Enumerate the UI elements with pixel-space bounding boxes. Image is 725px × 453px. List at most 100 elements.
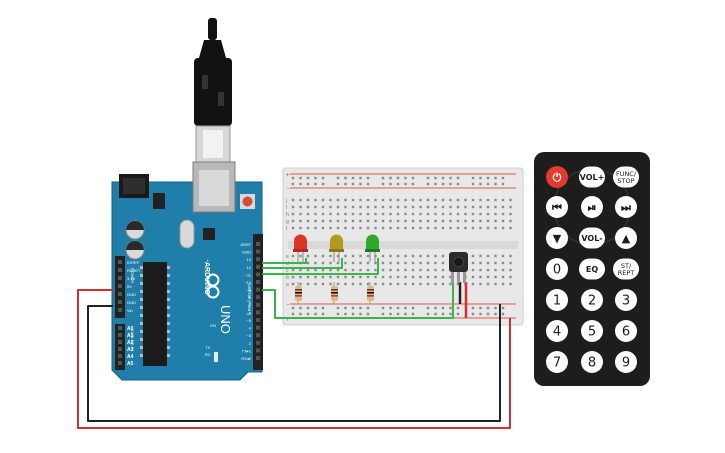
next-button[interactable]: ⏭ [615,196,637,218]
power-button[interactable]: ⏻ [546,166,568,188]
chip-pins [140,266,170,357]
ir-remote: ⏻ VOL+ FUNC/STOP ⏮ ⏯ ⏭ ▼ VOL- ▲ 0 EQ ST/REPT 1 2 3 4 5 6 7… [534,152,650,386]
svg-text:9: 9 [622,356,630,371]
green-led[interactable] [365,234,380,263]
green-wire-led1 [262,258,307,264]
svg-text:EQ: EQ [586,265,598,274]
svg-text:VOL-: VOL- [581,234,602,243]
svg-text:▼: ▼ [553,232,562,245]
analog-pin-label: A2 [127,340,134,346]
zero-button[interactable]: 0 [546,258,568,280]
digital-pin-label: ~6 [246,310,251,315]
digital-pin-label: 2 [249,341,252,346]
svg-text:VOL+: VOL+ [580,173,605,182]
svg-text:STOP: STOP [617,177,634,185]
svg-text:0: 0 [553,263,561,278]
resistor-3[interactable] [367,282,374,305]
four-button[interactable]: 4 [546,320,568,342]
nine-button[interactable]: 9 [615,351,637,373]
analog-pin-label: A0 [127,326,134,332]
power-label: POWER [130,268,135,283]
digital-pin-label: 7 [249,303,252,308]
row-letter: g [286,219,289,225]
two-button[interactable]: 2 [581,289,603,311]
ir-receiver[interactable] [449,252,468,283]
row-letter: a [286,282,289,288]
analog-pin-label: A1 [127,333,134,339]
svg-text:6: 6 [622,325,630,340]
on-label: ON [210,323,216,328]
analog-pin-label: A4 [127,354,134,360]
one-button[interactable]: 1 [546,289,568,311]
down-button[interactable]: ▼ [546,227,568,249]
up-button[interactable]: ▲ [615,227,637,249]
svg-text:▲: ▲ [622,232,631,245]
svg-text:⏯: ⏯ [588,201,597,214]
svg-text:ST/: ST/ [621,262,632,270]
svg-text:8: 8 [588,356,596,371]
play-pause-button[interactable]: ⏯ [581,196,603,218]
row-letter: i [286,205,287,211]
svg-text:1: 1 [553,294,561,309]
voltage-regulator [153,193,165,209]
eq-button[interactable]: EQ [579,258,605,280]
arduino-uno-board[interactable]: ARDUINO UNO DIGITAL (PWM~) ANALOG IN POW… [111,161,263,381]
usb-cable[interactable] [194,18,232,163]
digital-pin-label: AREF [240,242,251,247]
seven-button[interactable]: 7 [546,351,568,373]
row-letter: c [286,268,289,274]
atmega-chip [143,262,167,366]
svg-text:4: 4 [553,325,561,340]
svg-text:FUNC/: FUNC/ [616,170,637,178]
six-button[interactable]: 6 [615,320,637,342]
func-stop-button[interactable]: FUNC/STOP [613,166,639,188]
analog-pin-label: A5 [127,361,134,367]
digital-pin-label: ~9 [246,288,251,293]
svg-text:REPT: REPT [618,269,635,277]
resistor-2[interactable] [331,282,338,305]
digital-pin-label: 12 [247,265,252,270]
crystal [179,219,195,249]
rail-minus-top: - [287,186,289,192]
power-pin-label: 3.3V [127,276,136,281]
five-button[interactable]: 5 [581,320,603,342]
usb-chip [203,228,215,240]
arduino-logo-text: ARDUINO [203,262,210,295]
digital-pin-label: ~11 [245,272,252,277]
power-pin-label: GND [127,292,136,297]
vol-down-button[interactable]: VOL- [579,227,605,249]
prev-button[interactable]: ⏮ [546,196,568,218]
st-rept-button[interactable]: ST/REPT [613,258,639,280]
rail-plus-top: + [286,173,290,179]
row-letter: h [286,212,289,218]
arduino-logo-icon [206,273,220,299]
red-led[interactable] [293,234,308,263]
power-pin-label: 5V [127,284,132,289]
svg-text:5: 5 [588,325,596,340]
digital-header [253,234,263,370]
eight-button[interactable]: 8 [581,351,603,373]
digital-pin-label: 4 [249,326,252,331]
power-pin-label: IOREF [127,260,140,265]
yellow-led[interactable] [329,234,344,263]
row-letter: e [286,254,289,260]
digital-pin-label: 13 [247,257,252,262]
center-channel [288,241,518,249]
vol-up-button[interactable]: VOL+ [579,166,605,188]
digital-pin-label: ~5 [246,318,251,323]
power-pin-label: Vin [127,308,133,313]
row-letter: j [285,198,287,204]
led-signal-wires [262,258,379,275]
resistor-1[interactable] [295,282,302,305]
digital-pin-label: TX▸1 [242,348,252,353]
row-letter: f [286,226,288,232]
three-button[interactable]: 3 [615,289,637,311]
svg-text:2: 2 [588,294,596,309]
analog-label: ANALOG IN [130,329,135,351]
digital-pin-label: GND [242,250,251,255]
